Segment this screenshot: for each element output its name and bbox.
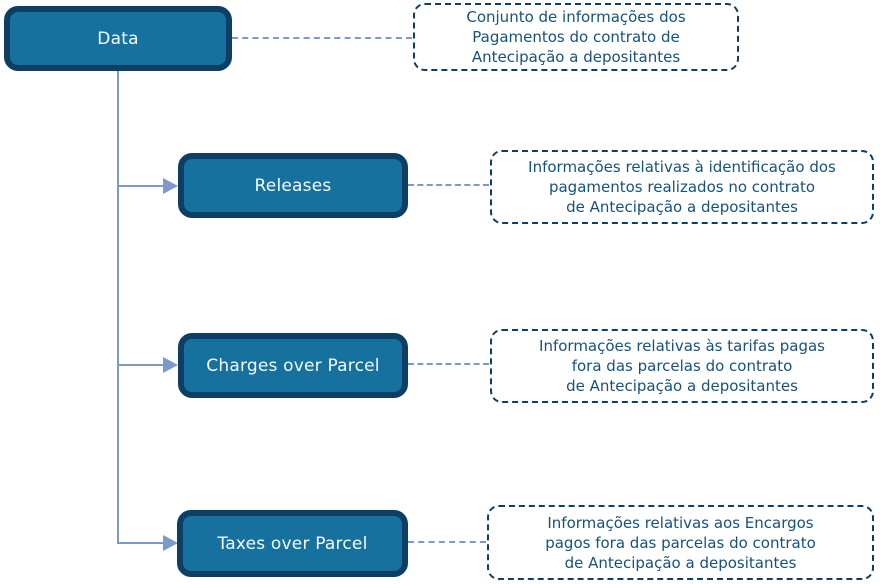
arrow-icon-taxes bbox=[163, 535, 178, 551]
leader-line-charges bbox=[408, 363, 489, 365]
callout-data: Conjunto de informações dos Pagamentos d… bbox=[413, 3, 739, 71]
branch-line-taxes bbox=[119, 542, 163, 544]
callout-charges-line: de Antecipação a depositantes bbox=[566, 377, 798, 395]
callout-taxes-line: pagos fora das parcelas do contrato bbox=[545, 533, 816, 552]
callout-charges: Informações relativas às tarifas pagas f… bbox=[490, 329, 874, 403]
node-taxes-over-parcel-label: Taxes over Parcel bbox=[217, 533, 368, 554]
callout-taxes-line: Informações relativas aos Encargos bbox=[547, 513, 814, 532]
arrow-icon-charges bbox=[163, 357, 178, 373]
callout-releases-line: Informações relativas à identificação do… bbox=[528, 158, 836, 176]
callout-charges-line: Informações relativas às tarifas pagas bbox=[539, 337, 825, 355]
callout-data-line: Pagamentos do contrato de bbox=[472, 28, 680, 46]
callout-taxes-line: de Antecipação a depositantes bbox=[564, 553, 797, 572]
callout-data-line: Conjunto de informações dos bbox=[466, 8, 686, 26]
tree-trunk-line bbox=[117, 71, 119, 544]
leader-line-releases bbox=[408, 184, 489, 186]
node-charges-over-parcel-label: Charges over Parcel bbox=[206, 355, 380, 376]
callout-releases-line: de Antecipação a depositantes bbox=[566, 198, 798, 216]
arrow-icon-releases bbox=[163, 178, 178, 194]
node-data: Data bbox=[4, 6, 232, 71]
node-data-label: Data bbox=[97, 28, 139, 49]
node-releases-label: Releases bbox=[254, 175, 332, 196]
node-taxes-over-parcel: Taxes over Parcel bbox=[177, 510, 408, 577]
branch-line-releases bbox=[119, 185, 163, 187]
node-releases: Releases bbox=[178, 153, 408, 218]
callout-data-line: Antecipação a depositantes bbox=[471, 48, 681, 66]
callout-releases-line: pagamentos realizados no contrato bbox=[548, 178, 816, 196]
leader-line-root bbox=[232, 37, 412, 39]
branch-line-charges bbox=[119, 364, 163, 366]
callout-taxes: Informações relativas aos Encargos pagos… bbox=[487, 505, 874, 580]
node-charges-over-parcel: Charges over Parcel bbox=[178, 333, 408, 398]
callout-charges-line: fora das parcelas do contrato bbox=[571, 357, 793, 375]
callout-releases: Informações relativas à identificação do… bbox=[490, 150, 874, 224]
leader-line-taxes bbox=[408, 541, 486, 543]
